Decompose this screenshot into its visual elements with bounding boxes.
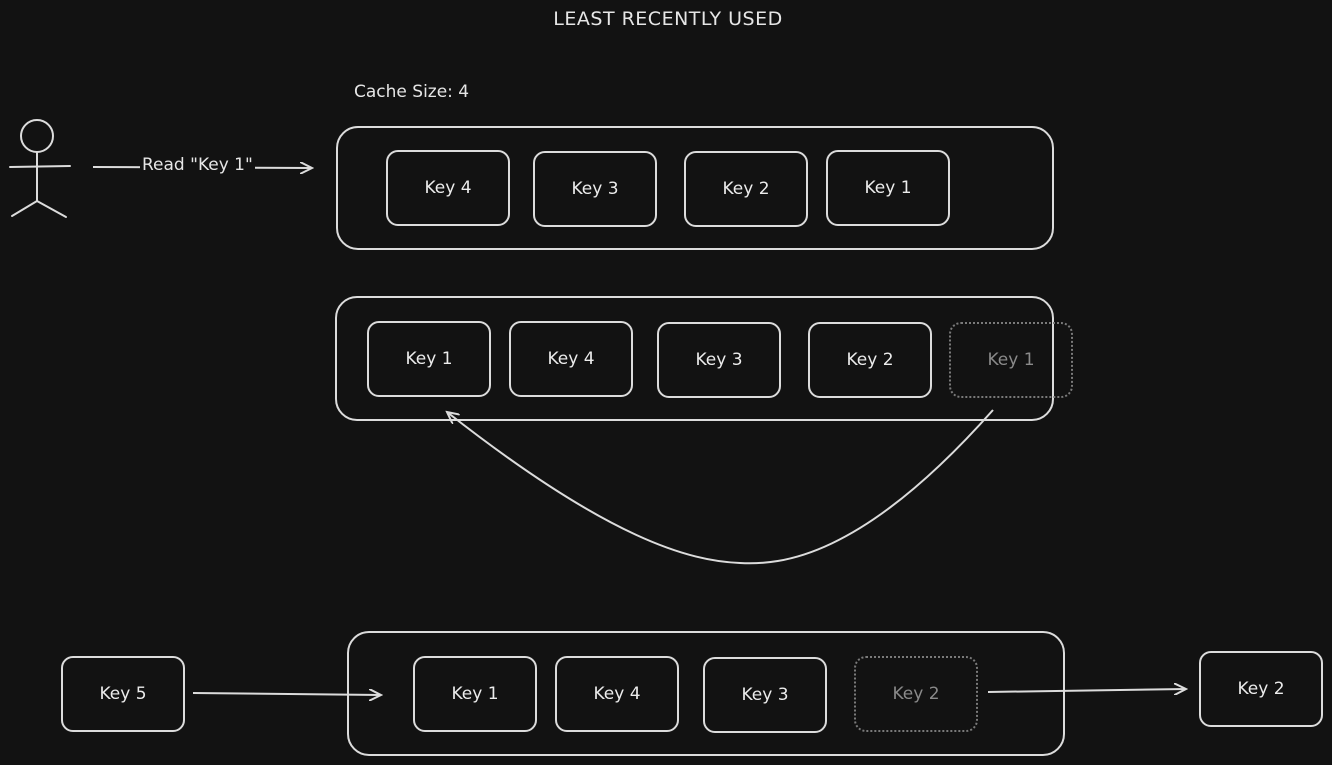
incoming-key: Key 5 — [61, 656, 185, 732]
cache-container-after-read — [335, 296, 1054, 421]
cache-size-label: Cache Size: 4 — [354, 82, 470, 102]
diagram-title: LEAST RECENTLY USED — [553, 8, 783, 30]
cache-key: Key 1 — [367, 321, 491, 397]
moved-key-ghost: Key 1 — [949, 322, 1073, 398]
cache-key: Key 4 — [509, 321, 633, 397]
cache-key: Key 4 — [555, 656, 679, 732]
cache-key: Key 1 — [413, 656, 537, 732]
read-arrow-label: Read "Key 1" — [140, 155, 255, 175]
cache-key: Key 4 — [386, 150, 510, 226]
cache-container-eviction — [347, 631, 1065, 756]
move-to-front-arrow — [447, 409, 994, 565]
cache-key: Key 3 — [703, 657, 827, 733]
user-figure-icon — [9, 119, 71, 218]
evicted-key-ghost: Key 2 — [854, 656, 978, 732]
cache-container-initial — [336, 126, 1054, 250]
insert-arrow — [192, 693, 381, 695]
evict-arrow — [987, 689, 1186, 692]
cache-key: Key 3 — [533, 151, 657, 227]
cache-key: Key 3 — [657, 322, 781, 398]
evicted-key: Key 2 — [1199, 651, 1323, 727]
cache-key: Key 2 — [684, 151, 808, 227]
cache-key: Key 1 — [826, 150, 950, 226]
cache-key: Key 2 — [808, 322, 932, 398]
